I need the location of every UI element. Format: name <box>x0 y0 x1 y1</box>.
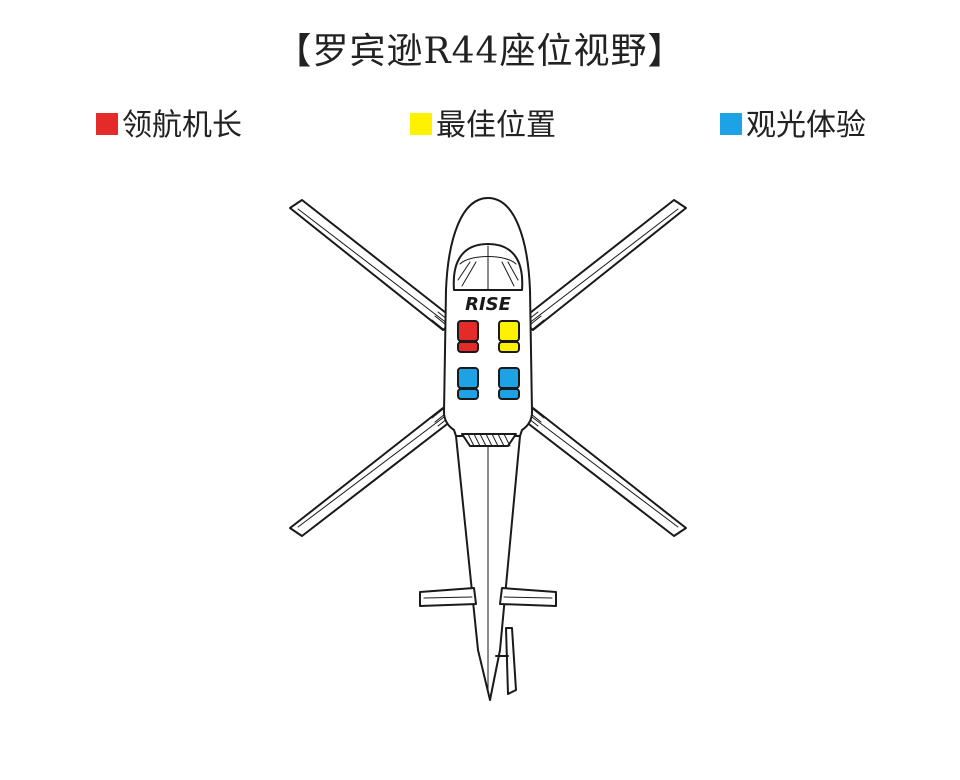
legend-label-sightseeing: 观光体验 <box>746 108 866 143</box>
seat-rear-left-blue <box>457 367 479 400</box>
legend-item-sightseeing: 观光体验 <box>720 100 866 144</box>
tail-stabilizer <box>419 587 557 607</box>
legend-swatch-blue <box>720 113 742 135</box>
diagram-title: 【罗宾逊R44座位视野】 <box>275 31 685 72</box>
rotor-blade-top-right <box>517 199 687 337</box>
tail-rotor <box>495 627 517 695</box>
legend-label-pilot: 领航机长 <box>122 108 242 143</box>
fuselage <box>443 197 533 437</box>
rotor-blade-bottom-right <box>517 401 687 537</box>
legend-swatch-yellow <box>410 113 432 135</box>
rotor-blade-top-left <box>289 199 459 337</box>
engine-cover <box>461 433 517 447</box>
legend-label-best-seat: 最佳位置 <box>436 108 556 143</box>
seat-pilot-red <box>457 320 479 353</box>
rotor-blade-bottom-left <box>289 401 459 537</box>
legend-item-best-seat: 最佳位置 <box>410 100 556 144</box>
legend-item-pilot: 领航机长 <box>96 100 242 144</box>
rise-logo: RISE <box>465 294 512 315</box>
seat-best-yellow <box>498 320 520 353</box>
seat-rear-right-blue <box>498 367 520 400</box>
legend-swatch-red <box>96 113 118 135</box>
cockpit-canopy <box>452 243 524 291</box>
